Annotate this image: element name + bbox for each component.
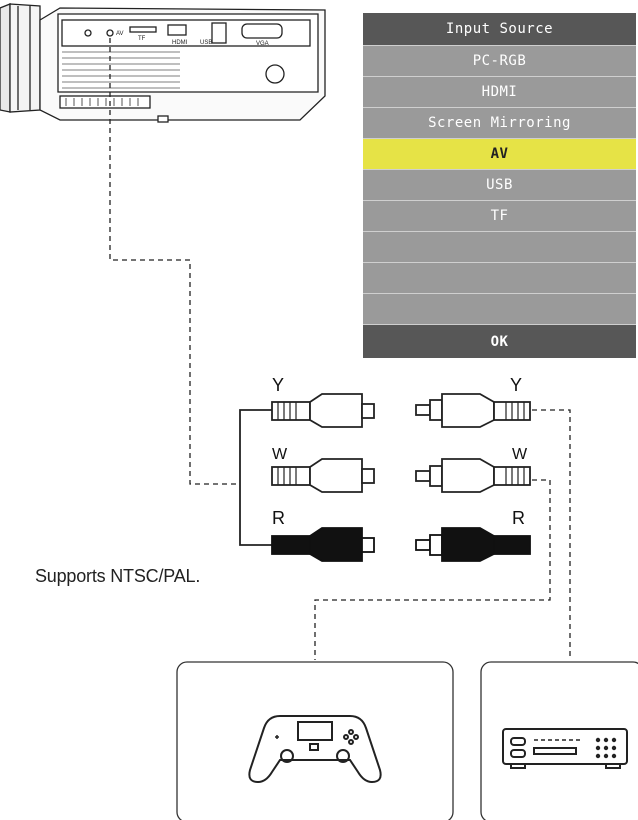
left-plug-bus: [239, 409, 272, 546]
menu-item-screen-mirroring[interactable]: Screen Mirroring: [363, 107, 636, 138]
right-label-r: R: [512, 508, 525, 528]
right-label-y: Y: [510, 375, 523, 395]
menu-item-usb[interactable]: USB: [363, 169, 636, 200]
port-label-tf: TF: [138, 36, 146, 42]
menu-item-av[interactable]: AV: [363, 138, 636, 169]
menu-item-hdmi[interactable]: HDMI: [363, 76, 636, 107]
av-cable-path: [109, 38, 571, 660]
right-label-w: W: [512, 446, 528, 463]
right-rca-plug-y: [415, 393, 531, 428]
port-label-av: AV: [116, 31, 124, 37]
left-label-r: R: [272, 508, 285, 528]
menu-title: Input Source: [363, 13, 636, 45]
projector: [0, 3, 326, 123]
left-rca-plug-w: [271, 458, 375, 493]
dvd-player-box: [480, 661, 638, 820]
input-source-menu: Input Source PC-RGB HDMI Screen Mirrorin…: [363, 13, 636, 358]
menu-item-empty: [363, 293, 636, 324]
game-console-box: [176, 661, 454, 820]
gamepad-icon: [248, 715, 382, 784]
dvd-player-icon: [502, 728, 628, 769]
left-label-w: W: [272, 446, 288, 463]
menu-item-empty: [363, 231, 636, 262]
right-rca-plug-w: [415, 458, 531, 493]
format-support-note: Supports NTSC/PAL.: [35, 566, 201, 586]
port-label-vga: VGA: [256, 41, 269, 47]
menu-item-tf[interactable]: TF: [363, 200, 636, 231]
left-rca-plug-y: [271, 393, 375, 428]
left-label-y: Y: [272, 375, 285, 395]
left-rca-plug-r: [271, 527, 375, 562]
menu-item-pc-rgb[interactable]: PC-RGB: [363, 45, 636, 76]
right-rca-plug-r: [415, 527, 531, 562]
port-label-hdmi: HDMI: [172, 40, 188, 46]
port-label-usb: USB: [200, 40, 212, 46]
menu-item-empty: [363, 262, 636, 293]
ok-button[interactable]: OK: [363, 324, 636, 358]
